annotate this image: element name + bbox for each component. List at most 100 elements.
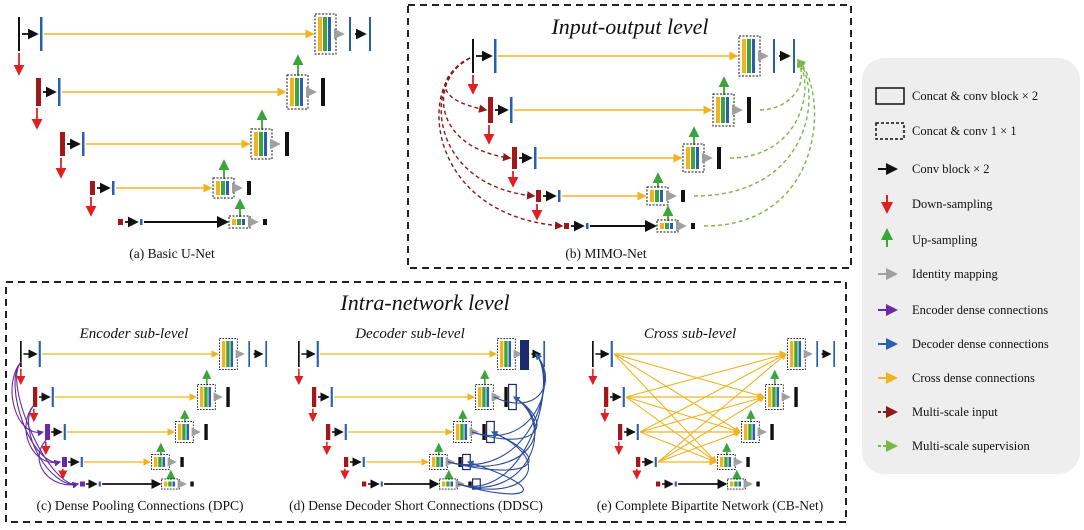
- encoder-block: [536, 190, 541, 202]
- decoder-conv-block: [230, 341, 234, 367]
- decoder-up-block: [221, 181, 225, 195]
- decoder-up-block: [504, 341, 508, 367]
- legend: Concat & conv block × 2 Concat & conv 1 …: [875, 87, 1049, 453]
- output-block: [794, 387, 798, 407]
- legend-item-multiscale-input: Multi-scale input: [878, 405, 998, 419]
- encoder-block: [90, 181, 95, 195]
- decoder-skip-block: [290, 78, 294, 106]
- svg-text:Up-sampling: Up-sampling: [912, 233, 978, 247]
- encoder-dense-block: [45, 424, 50, 440]
- encoder-conv-block: [674, 481, 677, 487]
- decoder-skip-block: [716, 97, 720, 123]
- decoder-conv-block: [660, 190, 663, 202]
- encoder-dense-curve: [11, 361, 45, 437]
- cross-dense-line: [639, 395, 766, 433]
- decoder-conv-block: [752, 39, 755, 73]
- encoder-block: [512, 147, 517, 169]
- encoder-conv-block: [80, 457, 83, 467]
- encoder-dense-block: [62, 457, 67, 467]
- dashed-concat-box: [727, 478, 746, 490]
- decoder-sublevel-title: Decoder sub-level: [354, 326, 465, 342]
- decoder-up-block: [158, 457, 162, 467]
- cross-dense-line: [625, 396, 742, 434]
- decoder-skip-block: [222, 341, 226, 367]
- multiscale-input-curve: [444, 57, 488, 113]
- encoder-conv-block: [38, 341, 41, 367]
- output-block: [482, 424, 486, 440]
- output-block: [263, 219, 267, 225]
- solid-box-icon: [875, 87, 905, 105]
- decoder-conv-block: [162, 457, 166, 467]
- encoder-conv-block: [112, 181, 115, 195]
- output-block: [756, 481, 760, 487]
- output-block: [746, 457, 750, 467]
- cross-dense-line: [625, 352, 788, 398]
- encoder-block: [592, 341, 594, 367]
- decoder-skip-block: [720, 457, 724, 467]
- encoder-block: [344, 457, 349, 467]
- caption-b: (b) MIMO-Net: [565, 246, 647, 261]
- decoder-dense-curve: [457, 431, 529, 490]
- decoder-up-block: [655, 190, 659, 202]
- encoder-block: [488, 97, 493, 123]
- legend-item-conv-block: Conv block × 2: [878, 162, 990, 176]
- decoder-up-block: [772, 387, 776, 407]
- output-block: [285, 132, 289, 156]
- multiscale-supervision-curve: [693, 58, 810, 197]
- decoder-skip-block: [232, 219, 236, 225]
- svg-text:Multi-scale supervision: Multi-scale supervision: [912, 439, 1030, 453]
- decoder-up-block: [665, 223, 669, 229]
- decoder-conv-block: [226, 181, 229, 195]
- mimo-net-diagram: [438, 35, 816, 233]
- dashed-concat-box: [212, 177, 235, 199]
- decoder-up-block: [446, 481, 450, 487]
- encoder-conv-block: [586, 223, 589, 229]
- output-block: [468, 481, 472, 487]
- output-block: [458, 457, 462, 467]
- multiscale-supervision-curve: [729, 58, 806, 159]
- decoder-skip-block: [216, 181, 220, 195]
- intra-network-frame: [5, 281, 847, 523]
- encoder-conv-block: [51, 387, 54, 407]
- encoder-conv-block: [654, 457, 657, 467]
- decoder-conv-block: [726, 97, 729, 123]
- output-block: [247, 181, 251, 195]
- output-block: [770, 424, 774, 440]
- dashed-concat-box: [314, 13, 337, 55]
- encoder-conv-block: [558, 190, 561, 202]
- decoder-skip-block: [178, 424, 182, 440]
- encoder-conv-block: [622, 387, 625, 407]
- intra-network-title: Intra-network level: [339, 290, 509, 315]
- decoder-up-block: [748, 424, 752, 440]
- encoder-dense-curve: [16, 361, 80, 489]
- encoder-block: [326, 424, 331, 440]
- legend-item-cross-dense: Cross dense connections: [878, 371, 1035, 385]
- encoder-sublevel-title: Encoder sub-level: [79, 326, 189, 342]
- cross-dense-line: [639, 353, 787, 433]
- decoder-up-block: [182, 424, 186, 440]
- encoder-conv-block: [510, 97, 513, 123]
- decoder-dense-curve: [457, 460, 524, 495]
- decoder-skip-block: [254, 132, 258, 156]
- output-block: [248, 341, 251, 367]
- decoder-conv-block: [486, 387, 490, 407]
- legend-item-concat-block: Concat & conv block × 2: [875, 87, 1038, 105]
- decoder-up-block: [168, 481, 172, 487]
- input-output-frame: [407, 4, 852, 269]
- encoder-block: [618, 424, 623, 440]
- output-block: [816, 341, 819, 367]
- decoder-up-block: [734, 481, 738, 487]
- encoder-block: [472, 39, 474, 73]
- cross-dense-line: [613, 353, 741, 433]
- cross-dense-line: [613, 353, 766, 399]
- encoder-conv-block: [636, 424, 639, 440]
- decoder-skip-block: [650, 190, 654, 202]
- encoder-conv-block: [380, 481, 383, 487]
- output-block: [321, 78, 325, 106]
- encoder-block: [362, 481, 367, 487]
- svg-text:Down-sampling: Down-sampling: [912, 197, 993, 211]
- decoder-up-block: [691, 147, 695, 169]
- output-block: [349, 17, 351, 51]
- cross-dense-line: [657, 353, 787, 463]
